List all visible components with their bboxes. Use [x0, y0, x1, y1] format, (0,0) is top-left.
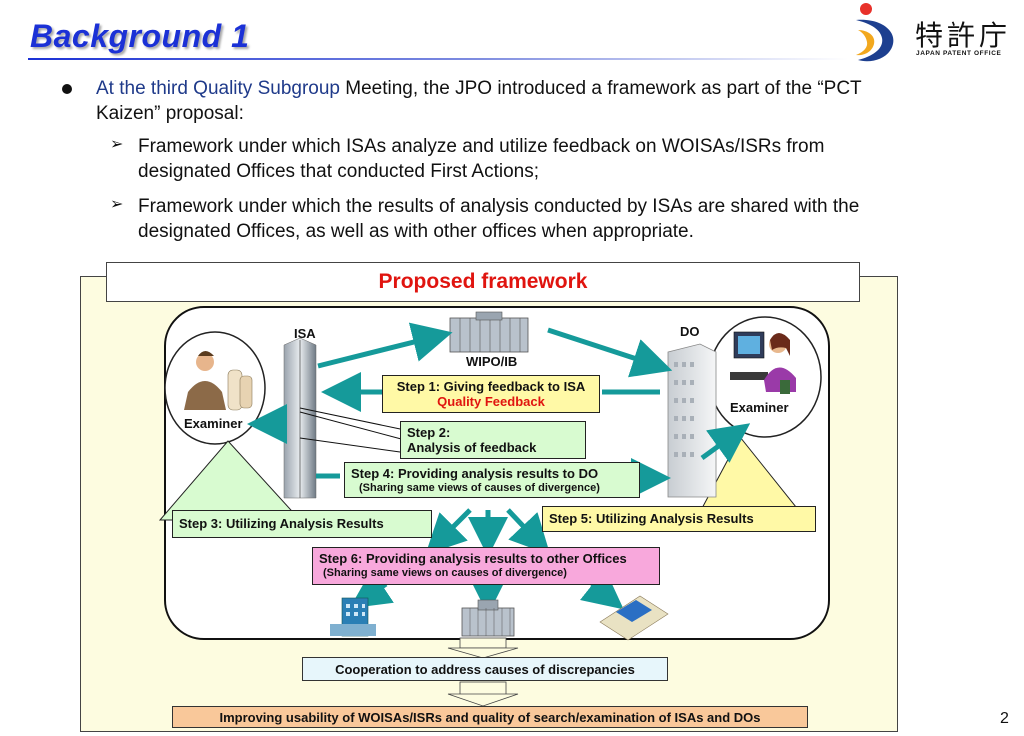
arrow-step6-to-office-right — [579, 568, 624, 610]
improving-box: Improving usability of WOISAs/ISRs and q… — [172, 706, 808, 728]
step6-box: Step 6: Providing analysis results to ot… — [312, 547, 660, 585]
step2-title: Step 2: — [407, 425, 451, 440]
step4-title: Step 4: Providing analysis results to DO — [351, 466, 599, 481]
examiner-man-icon — [184, 351, 253, 411]
logo-subtitle: JAPAN PATENT OFFICE — [916, 50, 1002, 57]
logo-kanji: 特許庁 — [915, 19, 1012, 52]
bullet-sub-1: Framework under which ISAs analyze and u… — [138, 136, 825, 182]
slide-title: Background 1 — [30, 18, 250, 54]
page-number: 2 — [1000, 710, 1009, 727]
step4-box: Step 4: Providing analysis results to DO… — [344, 462, 640, 498]
wipo-label: WIPO/IB — [466, 354, 518, 369]
arrow-isa-to-wipo — [317, 322, 453, 369]
examiner-left-label: Examiner — [184, 416, 243, 431]
office-building-icon — [461, 599, 515, 637]
bullet-main-rest: Meeting, the JPO introduced a framework … — [96, 78, 862, 124]
step3-callout — [158, 440, 302, 521]
framework-title: Proposed framework — [106, 262, 860, 302]
examiner-right-label: Examiner — [730, 400, 789, 415]
isa-label: ISA — [294, 326, 316, 341]
step1-subtitle: Quality Feedback — [437, 394, 545, 409]
isa-to-step2-line — [299, 411, 406, 441]
arrow-bullet-icon: ➢ — [110, 136, 124, 153]
step5-box: Step 5: Utilizing Analysis Results — [542, 506, 816, 532]
arrow-do-to-examiner — [700, 423, 751, 463]
bullet-sub-2: Framework under which the results of ana… — [138, 196, 860, 242]
down-arrow-to-cooperation — [447, 637, 519, 659]
bullet-main-highlight: At the third Quality Subgroup — [96, 78, 340, 99]
isa-building-icon — [283, 337, 317, 499]
office-building-icon — [599, 595, 669, 641]
arrow-bullet-icon: ➢ — [110, 196, 124, 213]
step1-title: Step 1: Giving feedback to ISA — [396, 379, 586, 394]
title-underline — [28, 58, 848, 60]
bullet-main: At the third Quality Subgroup Meeting, t… — [96, 76, 896, 126]
down-arrow-to-improving — [447, 681, 519, 707]
isa-to-step2-line — [299, 407, 406, 431]
step2-subtitle: Analysis of feedback — [407, 440, 537, 455]
do-building-icon — [667, 343, 717, 498]
wipo-building-icon — [449, 311, 529, 353]
arrow-to-step6-right — [506, 508, 551, 555]
step3-box: Step 3: Utilizing Analysis Results — [172, 510, 432, 538]
step1-box: Step 1: Giving feedback to ISA Quality F… — [382, 375, 600, 413]
isa-to-step2-line — [299, 437, 401, 453]
arrow-wipo-to-do — [547, 327, 673, 378]
do-label: DO — [680, 324, 700, 339]
step6-title: Step 6: Providing analysis results to ot… — [319, 551, 627, 566]
step2-box: Step 2: Analysis of feedback — [400, 421, 586, 459]
bullet-dot-icon — [62, 84, 72, 94]
step6-subtitle: (Sharing same views on causes of diverge… — [323, 567, 567, 579]
examiner-woman-icon — [730, 331, 796, 394]
arrow-step6-to-office-left — [349, 569, 394, 609]
cooperation-box: Cooperation to address causes of discrep… — [302, 657, 668, 681]
step4-subtitle: (Sharing same views of causes of diverge… — [359, 482, 600, 494]
arrow-to-step6-left — [425, 508, 472, 555]
office-building-icon — [330, 597, 376, 637]
